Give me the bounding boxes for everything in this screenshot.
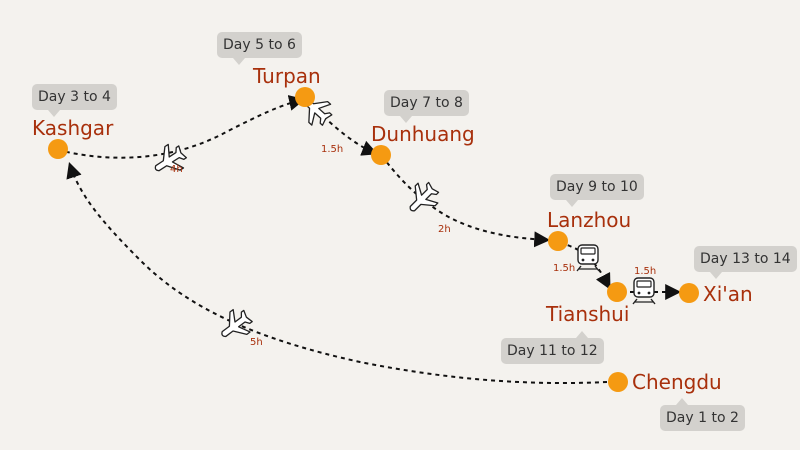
city-label-turpan: Turpan — [253, 64, 321, 88]
duration-lanzhou-tianshui: 1.5h — [553, 263, 576, 274]
plane-icon — [400, 176, 445, 221]
day-badge-chengdu: Day 1 to 2 — [660, 398, 745, 431]
city-dot-turpan[interactable] — [295, 87, 315, 107]
city-dot-lanzhou[interactable] — [548, 231, 568, 251]
route-dunhuang-lanzhou — [381, 155, 551, 248]
train-icon — [576, 244, 600, 272]
duration-dunhuang-lanzhou: 2h — [438, 224, 451, 235]
city-label-kashgar: Kashgar — [32, 116, 114, 140]
city-dot-dunhuang[interactable] — [371, 145, 391, 165]
day-badge-xian: Day 13 to 14 — [694, 246, 797, 279]
day-badge-lanzhou: Day 9 to 10 — [550, 174, 644, 207]
city-label-tianshui: Tianshui — [546, 302, 630, 326]
day-badge-tianshui: Day 11 to 12 — [501, 331, 604, 364]
city-label-chengdu: Chengdu — [632, 370, 722, 394]
duration-tianshui-xian: 1.5h — [634, 266, 657, 277]
duration-turpan-dunhuang: 1.5h — [321, 144, 344, 155]
city-dot-xian[interactable] — [679, 283, 699, 303]
train-icon — [632, 277, 656, 305]
city-dot-chengdu[interactable] — [608, 372, 628, 392]
day-badge-dunhuang: Day 7 to 8 — [384, 90, 469, 123]
day-badge-turpan: Day 5 to 6 — [217, 32, 302, 65]
city-label-dunhuang: Dunhuang — [371, 122, 475, 146]
city-label-xian: Xi'an — [703, 282, 753, 306]
city-label-lanzhou: Lanzhou — [547, 208, 632, 232]
city-dot-kashgar[interactable] — [48, 139, 68, 159]
duration-chengdu-kashgar: 5h — [250, 337, 263, 348]
route-chengdu-kashgar — [66, 161, 608, 385]
duration-kashgar-turpan: 4h — [170, 164, 183, 175]
day-badge-kashgar: Day 3 to 4 — [32, 84, 117, 117]
city-dot-tianshui[interactable] — [607, 282, 627, 302]
